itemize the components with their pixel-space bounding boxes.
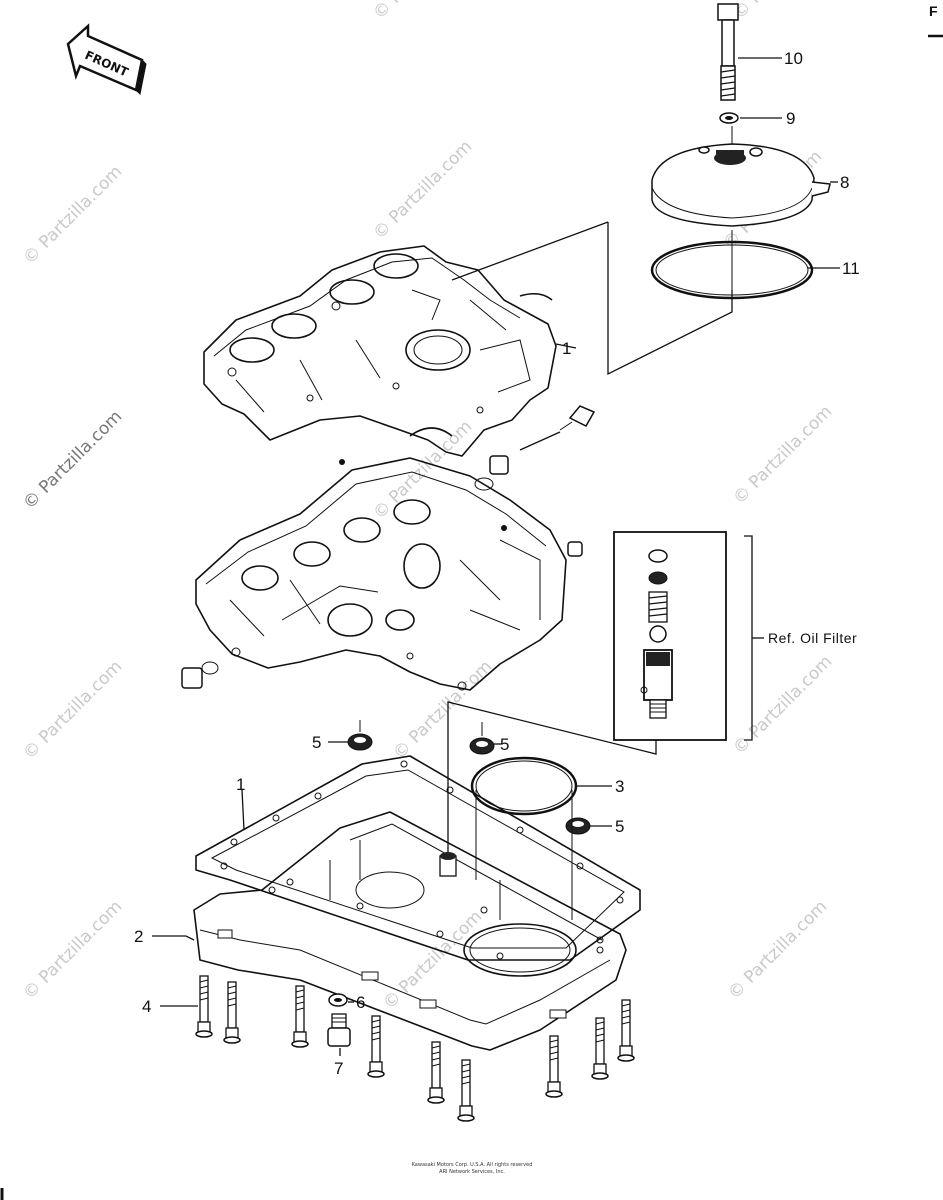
callout-10: 10 [784, 49, 803, 68]
oil-pan-2 [193, 811, 627, 1051]
ref-oil-filter-label: Ref. Oil Filter [768, 630, 857, 646]
callout-5a: 5 [312, 733, 321, 752]
upper-crankcase [203, 245, 557, 457]
leader-2 [152, 935, 195, 941]
callout-5c: 5 [615, 817, 624, 836]
callout-5b: 5 [500, 735, 509, 754]
watermark-2: © Partzilla.com [369, 137, 476, 244]
front-arrow: FRONT [66, 23, 147, 96]
bolts-4 [195, 975, 635, 1122]
cover-ref-line [607, 222, 733, 376]
callout-1: 1 [236, 775, 245, 794]
leader-1-top [555, 343, 577, 349]
lower-crankcase [195, 457, 567, 691]
seal-5a [347, 733, 373, 751]
watermark-10: © Partzilla.com [19, 897, 126, 1004]
callout-7: 7 [334, 1059, 343, 1078]
watermark-12: © Partzilla.com [724, 897, 831, 1004]
seal-5c [565, 817, 591, 835]
watermark-1: © Partzilla.com [19, 162, 126, 269]
copyright-line-1: Kawasaki Motors Corp. U.S.A. All rights … [412, 1162, 533, 1168]
bolt-10 [717, 3, 739, 101]
watermark-14: © Partzilla.com [729, 0, 836, 24]
corner-mark: F [929, 3, 938, 19]
callout-11: 11 [842, 259, 860, 278]
callout-2: 2 [134, 927, 143, 946]
callout-3: 3 [615, 777, 624, 796]
drain-plug-7 [327, 1013, 351, 1047]
relief-valve-parts [640, 549, 673, 719]
small-plug [567, 541, 583, 557]
seal-5b [469, 737, 495, 755]
callout-6: 6 [356, 993, 365, 1012]
o-ring-3 [470, 756, 578, 816]
ref-bracket [744, 535, 753, 741]
watermark-6: © Partzilla.com [729, 402, 836, 509]
watermark-9: © Partzilla.com [729, 652, 836, 759]
plug-fitting [474, 455, 509, 491]
callout-9: 9 [786, 109, 795, 128]
oil-filter-ref-box [613, 531, 727, 741]
callout-8: 8 [840, 173, 849, 192]
gasket-1 [195, 755, 641, 961]
leader-1 [241, 789, 245, 831]
cover-ref-line-2 [451, 221, 609, 281]
callout-4: 4 [142, 997, 151, 1016]
copyright-line-2: ARI Network Services, Inc. [439, 1169, 505, 1175]
callout-1-top: 1 [562, 339, 571, 358]
drain-plug [181, 661, 219, 689]
watermark-4: © Partzilla.com [19, 407, 126, 514]
filter-cover-8 [651, 143, 831, 227]
oil-pressure-switch [559, 405, 596, 431]
gasket-6 [328, 993, 348, 1007]
watermark-5: © Partzilla.com [369, 417, 476, 524]
watermark-13: © Partzilla.com [369, 0, 476, 24]
watermark-7: © Partzilla.com [19, 657, 126, 764]
